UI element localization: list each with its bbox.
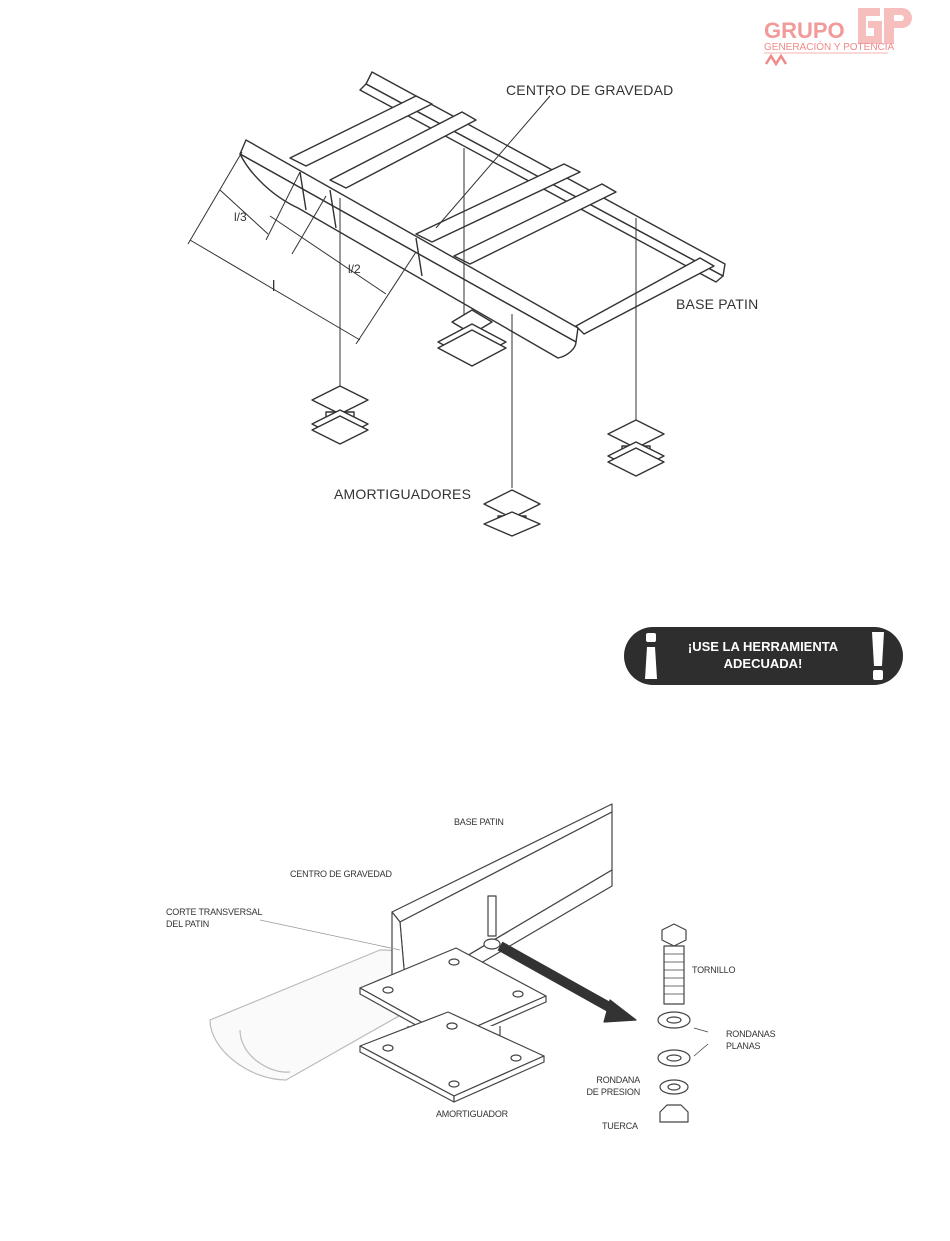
damper-mounting-diagram: BASE PATIN CENTRO DE GRAVEDAD CORTE TRAN… [200, 800, 800, 1130]
label-rondanas-line-2: PLANAS [726, 1040, 775, 1052]
alert-message: ¡USE LA HERRAMIENTA ADECUADA! [668, 638, 858, 672]
logo-tagline: GENERACIÓN Y POTENCIA [764, 40, 895, 53]
label-centro-gravedad-detail: CENTRO DE GRAVEDAD [290, 868, 392, 880]
company-logo: GRUPO GENERACIÓN Y POTENCIA [760, 2, 920, 68]
label-base-patin: BASE PATIN [676, 296, 758, 312]
label-base-patin-detail: BASE PATIN [454, 816, 504, 828]
alert-line-2: ADECUADA! [668, 655, 858, 672]
label-rondanas-line-1: RONDANAS [726, 1028, 775, 1040]
exclamation-icon [871, 632, 885, 680]
alert-line-1: ¡USE LA HERRAMIENTA [668, 638, 858, 655]
dimension-half: l/2 [348, 262, 361, 276]
label-corte-line-1: CORTE TRANSVERSAL [166, 906, 262, 918]
label-amortiguadores: AMORTIGUADORES [334, 486, 471, 502]
dimension-full: l [272, 278, 275, 295]
inverted-exclamation-icon [644, 633, 658, 679]
skid-base-diagram: CENTRO DE GRAVEDAD BASE PATIN AMORTIGUAD… [180, 68, 800, 538]
label-rondana-presion-line-1: RONDANA [566, 1074, 640, 1086]
label-rondanas-planas: RONDANAS PLANAS [726, 1028, 775, 1052]
label-corte-line-2: DEL PATIN [166, 918, 262, 930]
logo-word: GRUPO [764, 18, 845, 43]
label-amortiguador: AMORTIGUADOR [436, 1108, 508, 1120]
label-rondana-presion-line-2: DE PRESION [566, 1086, 640, 1098]
alert-banner: ¡USE LA HERRAMIENTA ADECUADA! [624, 627, 903, 685]
label-tornillo: TORNILLO [692, 964, 735, 976]
label-corte-transversal: CORTE TRANSVERSAL DEL PATIN [166, 906, 262, 930]
label-rondana-presion: RONDANA DE PRESION [566, 1074, 640, 1098]
label-tuerca: TUERCA [602, 1120, 638, 1132]
logo-graphic: GRUPO GENERACIÓN Y POTENCIA [760, 2, 920, 68]
dimension-third: l/3 [234, 210, 247, 224]
label-centro-gravedad: CENTRO DE GRAVEDAD [506, 82, 673, 98]
